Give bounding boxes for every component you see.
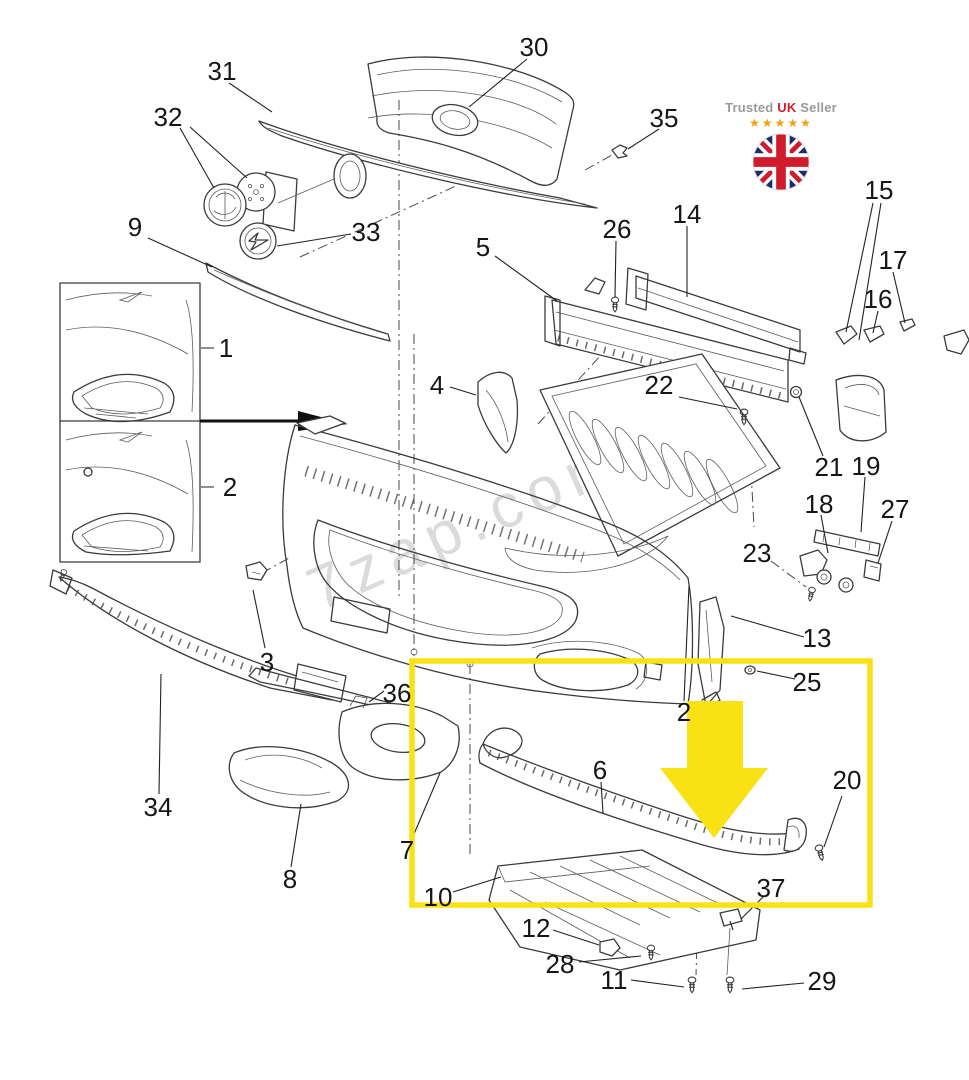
badge-title: Trusted UK Seller bbox=[716, 100, 846, 115]
part-label-6: 6 bbox=[592, 755, 608, 785]
part-label-27: 27 bbox=[880, 494, 910, 524]
part-label-18: 18 bbox=[804, 489, 834, 519]
part-drawing-skidplate-10 bbox=[488, 849, 761, 976]
part-label-16: 16 bbox=[863, 284, 893, 314]
part-label-17: 17 bbox=[878, 245, 908, 275]
part-drawing-grille-30 bbox=[367, 56, 575, 186]
part-label-35: 35 bbox=[649, 103, 679, 133]
part-label-15: 15 bbox=[864, 175, 894, 205]
leader-lines bbox=[147, 58, 906, 990]
part-label-2: 2 bbox=[222, 472, 238, 502]
part-label-19: 19 bbox=[851, 451, 881, 481]
inset-detail-box bbox=[57, 282, 348, 583]
part-label-34: 34 bbox=[143, 792, 173, 822]
part-label-1: 1 bbox=[218, 333, 234, 363]
highlight-group bbox=[409, 658, 873, 908]
part-label-31: 31 bbox=[207, 56, 237, 86]
part-label-36: 36 bbox=[382, 678, 412, 708]
part-label-3: 3 bbox=[259, 647, 275, 677]
uk-flag-icon bbox=[716, 133, 846, 196]
part-label-28: 28 bbox=[545, 949, 575, 979]
bolt-21 bbox=[789, 385, 803, 399]
part-label-5: 5 bbox=[475, 232, 491, 262]
part-label-25: 25 bbox=[792, 667, 822, 697]
part-label-13: 13 bbox=[802, 623, 832, 653]
part-label-22: 22 bbox=[644, 370, 674, 400]
part-label-9: 9 bbox=[127, 212, 143, 242]
part-label-11: 11 bbox=[600, 965, 628, 995]
part-drawing-spoiler-6 bbox=[478, 727, 807, 856]
part-drawing-fog-bracket-7 bbox=[338, 695, 460, 781]
part-drawing-lower-trim-34 bbox=[49, 569, 347, 703]
part-drawing-clip-3 bbox=[245, 561, 268, 581]
part-label-32: 32 bbox=[153, 102, 183, 132]
trusted-seller-badge: Trusted UK Seller ★★★★★ bbox=[716, 100, 846, 196]
part-drawing-bracket-13 bbox=[697, 596, 725, 710]
fasteners-bottom bbox=[599, 908, 743, 994]
part-drawing-tiebar-14 bbox=[584, 267, 807, 365]
badge-word-trusted: Trusted bbox=[725, 100, 774, 115]
part-label-26: 26 bbox=[602, 214, 632, 244]
part-label-30: 30 bbox=[519, 32, 549, 62]
part-drawing-brackets-15-16-17 bbox=[835, 318, 969, 442]
part-label-14: 14 bbox=[672, 199, 702, 229]
badge-word-seller: Seller bbox=[800, 100, 837, 115]
part-label-29: 29 bbox=[807, 966, 837, 996]
part-drawing-shutter-22 bbox=[539, 353, 781, 557]
screw-26 bbox=[610, 296, 620, 313]
part-label-37: 37 bbox=[756, 873, 786, 903]
part-drawing-fog-cover-8 bbox=[228, 746, 350, 809]
clip-12 bbox=[599, 938, 621, 957]
part-label-21: 21 bbox=[814, 452, 844, 482]
part-label-2: 2 bbox=[676, 697, 692, 727]
highlight-arrow bbox=[660, 701, 768, 838]
highlight-box bbox=[409, 658, 873, 908]
part-drawing-grille-trim-31 bbox=[258, 120, 598, 209]
screw-11 bbox=[687, 976, 697, 994]
part-drawing-hood-trim-9 bbox=[205, 262, 391, 342]
screw-29 bbox=[725, 976, 735, 994]
part-drawing-emblem-33 bbox=[239, 222, 277, 260]
part-drawing-bracket-4 bbox=[477, 371, 519, 454]
part-drawing-bracket-cluster-18 bbox=[799, 529, 882, 603]
clip-37 bbox=[719, 908, 743, 931]
part-drawing-bumper-cover bbox=[282, 415, 694, 705]
part-label-8: 8 bbox=[282, 864, 298, 894]
part-drawing-emblem-32 bbox=[203, 171, 335, 232]
part-drawing-absorber-5 bbox=[544, 295, 789, 403]
part-drawing-clip-35 bbox=[611, 144, 628, 159]
badge-stars: ★★★★★ bbox=[749, 116, 813, 130]
part-label-23: 23 bbox=[742, 538, 772, 568]
part-label-12: 12 bbox=[521, 913, 551, 943]
part-label-33: 33 bbox=[351, 217, 381, 247]
part-label-20: 20 bbox=[832, 765, 862, 795]
part-label-10: 10 bbox=[423, 882, 453, 912]
badge-word-uk: UK bbox=[777, 100, 797, 115]
part-label-7: 7 bbox=[399, 835, 415, 865]
part-label-4: 4 bbox=[429, 370, 445, 400]
grommet-25 bbox=[744, 665, 756, 675]
